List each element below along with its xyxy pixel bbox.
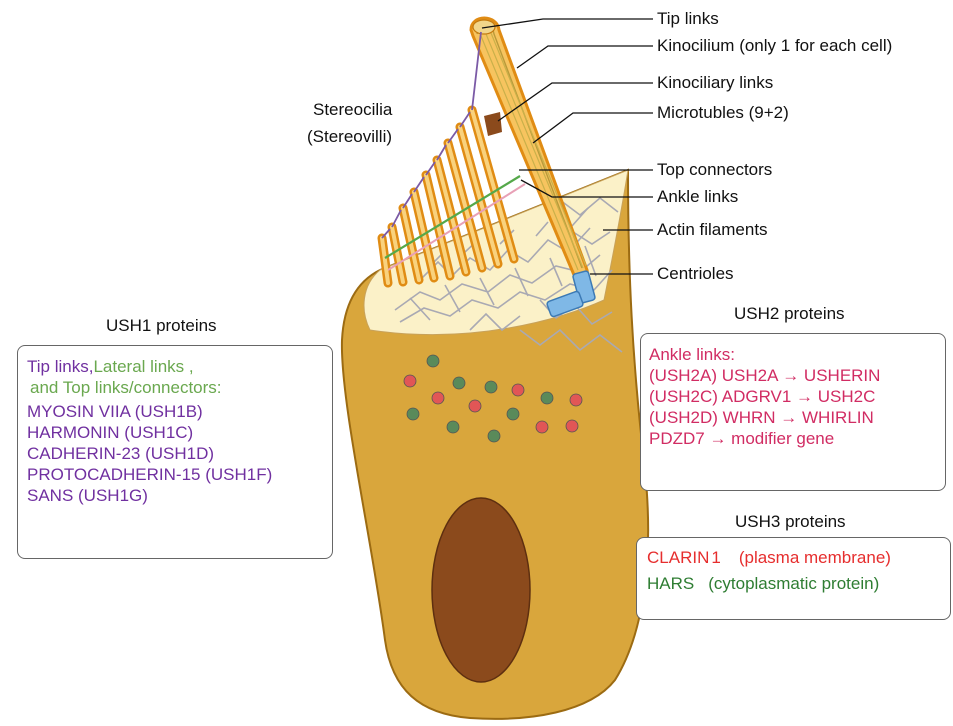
kinociliary-link (484, 112, 502, 136)
ush2-box: Ankle links: (USH2A) USH2A → USHERIN (US… (640, 333, 946, 491)
ush2-item: PDZD7 → modifier gene (649, 428, 880, 449)
ush1-tip-links: Tip links, (27, 357, 93, 376)
ush3-hars: HARS (647, 574, 694, 593)
ush2-item: (USH2D) WHRN → WHIRLIN (649, 407, 880, 428)
label-stereovilli: (Stereovilli) (307, 127, 392, 147)
ush3-hars-note: (cytoplasmatic protein) (708, 574, 879, 593)
ush3-clarin-number: 1 (711, 548, 720, 567)
label-ankle-links: Ankle links (657, 187, 738, 207)
ush2-title: USH2 proteins (734, 304, 845, 324)
ush3-clarin-note: (plasma membrane) (739, 548, 891, 567)
label-kinociliary-links: Kinociliary links (657, 73, 773, 93)
ush2-heading: Ankle links: (649, 344, 880, 365)
nucleus (432, 498, 530, 682)
ush2-item: (USH2C) ADGRV1 → USH2C (649, 386, 880, 407)
ush1-top-links: and Top links/connectors: (27, 377, 272, 398)
ush3-title: USH3 proteins (735, 512, 846, 532)
label-microtubules: Microtubles (9+2) (657, 103, 789, 123)
ush1-item: PROTOCADHERIN-15 (USH1F) (27, 464, 272, 485)
ush1-title: USH1 proteins (106, 316, 217, 336)
ush1-item: HARMONIN (USH1C) (27, 422, 272, 443)
ush2-item: (USH2A) USH2A → USHERIN (649, 365, 880, 386)
stereocilium (382, 238, 388, 283)
ush1-item: SANS (USH1G) (27, 485, 272, 506)
ush3-clarin: CLARIN (647, 548, 709, 567)
label-stereocilia: Stereocilia (313, 100, 392, 120)
label-kinocilium: Kinocilium (only 1 for each cell) (657, 36, 892, 56)
ush1-item: MYOSIN VIIA (USH1B) (27, 401, 272, 422)
ush1-box: Tip links,Lateral links , and Top links/… (17, 345, 333, 559)
ush1-lateral-links: Lateral links , (93, 357, 193, 376)
label-centrioles: Centrioles (657, 264, 734, 284)
ush1-item: CADHERIN-23 (USH1D) (27, 443, 272, 464)
label-tip-links: Tip links (657, 9, 719, 29)
stereocilia-bundle (382, 110, 514, 283)
label-actin-filaments: Actin filaments (657, 220, 768, 240)
label-top-connectors: Top connectors (657, 160, 772, 180)
